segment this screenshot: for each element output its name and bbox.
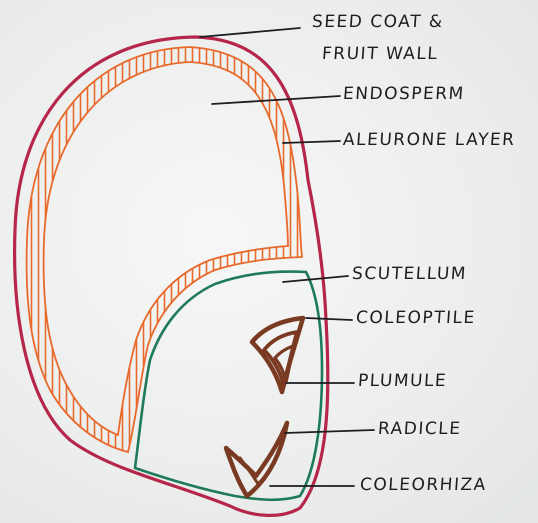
label-radicle: RADICLE	[377, 419, 462, 439]
leader-scutellum	[283, 276, 348, 282]
label-plumule: PLUMULE	[357, 371, 448, 391]
aleurone-band	[27, 47, 302, 452]
leader-aleurone	[283, 141, 340, 143]
label-endosperm: ENDOSPERM	[342, 84, 465, 104]
leader-coleoptile	[306, 318, 352, 320]
coleorhiza-shape	[226, 423, 287, 496]
label-seed-coat-line2: FRUIT WALL	[321, 44, 439, 64]
label-coleorhiza: COLEORHIZA	[359, 475, 487, 495]
leader-seed-coat	[200, 28, 300, 37]
label-aleurone: ALEURONE LAYER	[342, 130, 516, 150]
leader-radicle	[285, 430, 374, 433]
label-seed-coat-line1: SEED COAT &	[311, 12, 444, 32]
label-scutellum: SCUTELLUM	[351, 264, 467, 284]
label-coleoptile: COLEOPTILE	[355, 308, 476, 328]
